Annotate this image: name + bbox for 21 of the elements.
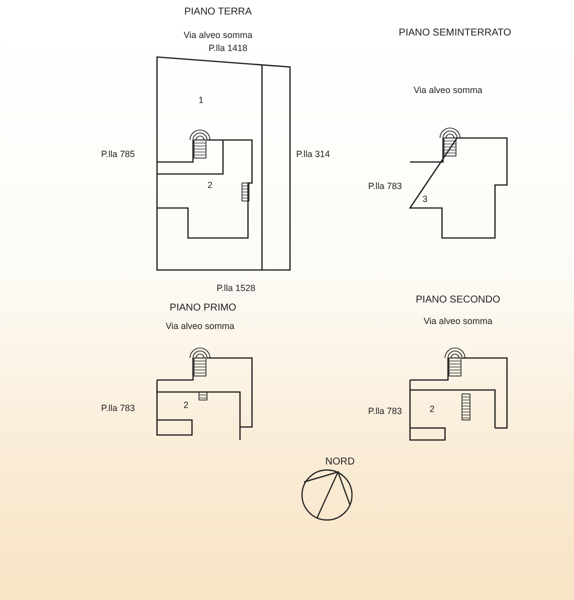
- floor-title: PIANO TERRA: [184, 6, 252, 18]
- parcel-label: P.lla 785: [101, 149, 135, 159]
- street-label: Via alveo somma: [424, 316, 492, 326]
- floor-title: PIANO SECONDO: [416, 294, 500, 306]
- room-number: 2: [208, 180, 212, 190]
- parcel-label: P.lla 783: [101, 403, 135, 413]
- parcel-label: P.lla 1418: [208, 43, 248, 53]
- parcel-label: P.lla 783: [368, 406, 402, 416]
- floor-title: PIANO SEMINTERRATO: [398, 28, 512, 38]
- street-label: Via alveo somma: [166, 321, 234, 331]
- room-number: 3: [422, 194, 428, 204]
- room-number: 2: [430, 404, 434, 414]
- street-label: Via alveo somma: [184, 30, 252, 40]
- room-number: 1: [198, 95, 204, 105]
- room-number: 2: [184, 400, 188, 410]
- compass-label: NORD: [325, 456, 355, 468]
- street-label: Via alveo somma: [414, 85, 482, 95]
- parcel-label: P.lla 314: [296, 149, 330, 159]
- parcel-label: P.lla 783: [368, 181, 402, 191]
- parcel-label: P.lla 1528: [216, 283, 256, 293]
- floor-title: PIANO PRIMO: [170, 302, 236, 314]
